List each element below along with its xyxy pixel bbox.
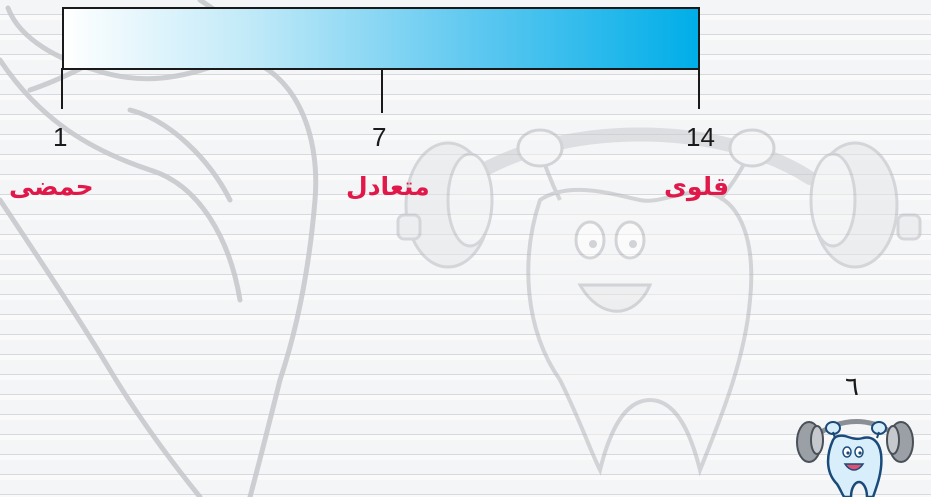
- ph-scale-bar: [62, 7, 700, 70]
- tooth-mascot-logo-icon: [795, 408, 915, 497]
- neutral-label: متعادل: [346, 172, 430, 201]
- tick-label-1: 1: [53, 122, 67, 153]
- acidic-label: حمضى: [9, 172, 94, 201]
- tick-label-14: 14: [686, 122, 715, 153]
- hand-sketch-icon: [0, 0, 316, 497]
- tick-mark-7: [381, 68, 383, 113]
- tick-mark-14: [698, 68, 700, 109]
- alkaline-label: قلوى: [664, 172, 729, 201]
- tick-label-7: 7: [372, 122, 386, 153]
- tick-mark-1: [61, 68, 63, 109]
- page-number: ٦: [845, 372, 859, 402]
